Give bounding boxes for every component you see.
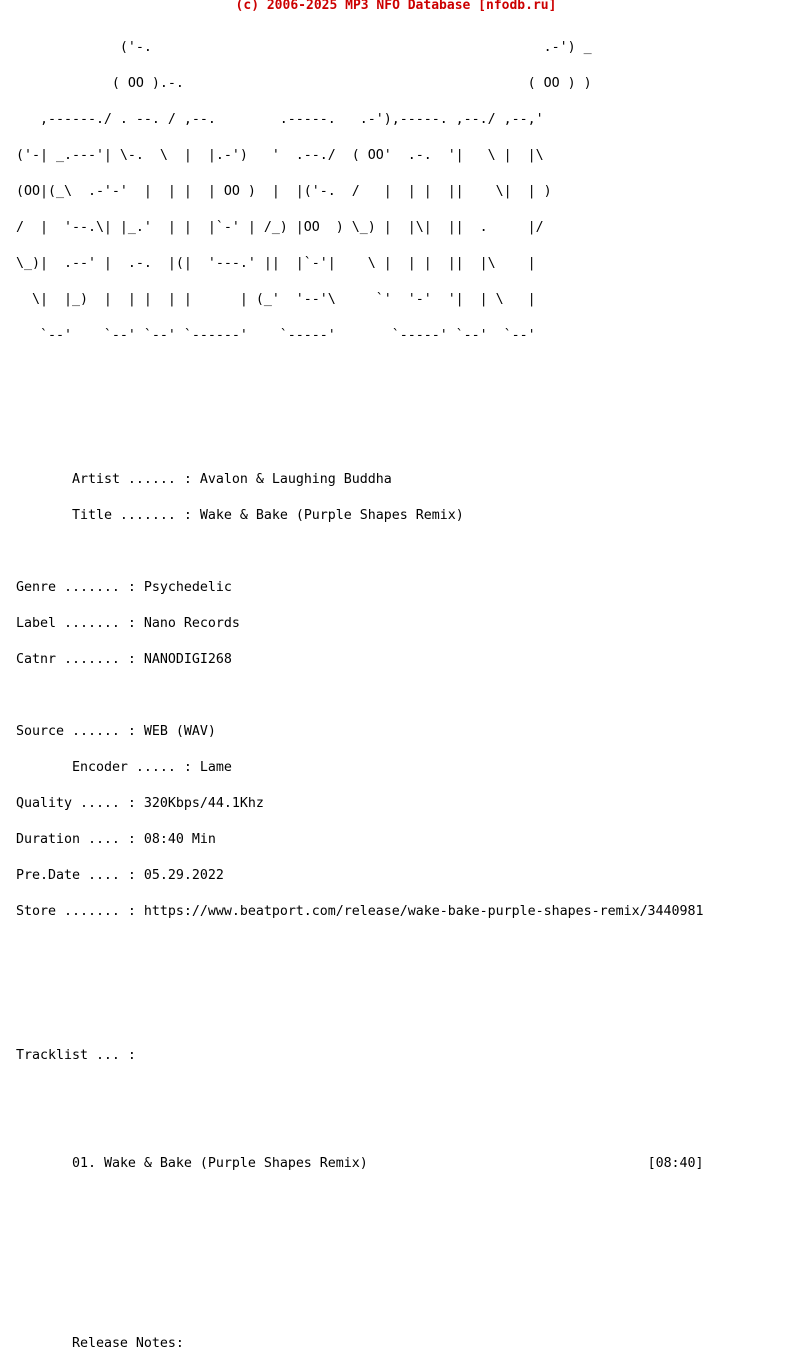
genre-row: Genre ....... : Psychedelic xyxy=(16,580,704,595)
ascii-logo-line: ('-. .-') _ xyxy=(16,40,592,55)
store-url: https://www.beatport.com/release/wake-ba… xyxy=(143,904,704,919)
artist-row: Artist ...... : Avalon & Laughing Buddha xyxy=(16,472,704,487)
catnr-label: Catnr ....... : xyxy=(16,652,136,667)
blank-line xyxy=(16,1086,704,1098)
source-row: Source ...... : WEB (WAV) xyxy=(16,724,704,739)
catnr-value: NANODIGI268 xyxy=(143,652,232,667)
title-value: Wake & Bake (Purple Shapes Remix) xyxy=(199,508,464,523)
blank-line xyxy=(16,366,704,378)
ascii-logo-line: (OO|(_\ .-'-' | | | | OO ) | |('-. / | |… xyxy=(16,184,552,199)
title-row: Title ....... : Wake & Bake (Purple Shap… xyxy=(16,508,704,523)
ascii-logo-line: ('-| _.---'| \-. \ | |.-') ' .--./ ( OO'… xyxy=(16,148,544,163)
quality-value: 320Kbps/44.1Khz xyxy=(143,796,264,811)
release-notes-row: Release Notes: xyxy=(16,1336,704,1351)
track-number: 01. xyxy=(71,1156,96,1171)
ascii-logo-line: \| |_) | | | | | | (_' '--'\ `' '-' '| |… xyxy=(16,292,536,307)
catnr-row: Catnr ....... : NANODIGI268 xyxy=(16,652,704,667)
blank-line xyxy=(16,1266,704,1278)
tracklist-heading: Tracklist ... : xyxy=(16,1048,136,1063)
label-label: Label ....... : xyxy=(16,616,136,631)
store-row: Store ....... : https://www.beatport.com… xyxy=(16,904,704,919)
track-row: 01. Wake & Bake (Purple Shapes Remix) [0… xyxy=(16,1156,704,1171)
label-row: Label ....... : Nano Records xyxy=(16,616,704,631)
blank-line xyxy=(16,978,704,990)
track-length: [08:40] xyxy=(647,1156,704,1171)
blank-line xyxy=(16,1194,704,1206)
blank-line xyxy=(16,438,704,450)
blank-line xyxy=(16,942,704,954)
duration-value: 08:40 Min xyxy=(143,832,216,847)
blank-line xyxy=(16,1122,704,1134)
ascii-logo-line: / | '--.\| |_.' | | |`-' | /_) |OO ) \_)… xyxy=(16,220,544,235)
ascii-logo-line: \_)| .--' | .-. |(| '---.' || |`-'| \ | … xyxy=(16,256,536,271)
blank-line xyxy=(16,1302,704,1314)
ascii-logo-line: ,------./ . --. / ,--. .-----. .-'),----… xyxy=(16,112,544,127)
label-value: Nano Records xyxy=(143,616,240,631)
title-label: Title ....... : xyxy=(71,508,192,523)
duration-row: Duration .... : 08:40 Min xyxy=(16,832,704,847)
genre-label: Genre ....... : xyxy=(16,580,136,595)
release-notes-heading: Release Notes: xyxy=(71,1336,184,1351)
blank-line xyxy=(16,1230,704,1242)
blank-line xyxy=(16,690,704,702)
ascii-logo-line: ( OO ).-. ( OO ) ) xyxy=(16,76,592,91)
source-label: Source ...... : xyxy=(16,724,136,739)
blank-line xyxy=(16,1014,704,1026)
nfo-document: ('-. .-') _ ( OO ).-. ( OO ) ) ,------./… xyxy=(16,18,704,1362)
artist-value: Avalon & Laughing Buddha xyxy=(199,472,392,487)
genre-value: Psychedelic xyxy=(143,580,232,595)
blank-line xyxy=(16,546,704,558)
ascii-logo-line: `--' `--' `--' `------' `-----' `-----' … xyxy=(16,328,536,343)
source-value: WEB (WAV) xyxy=(143,724,216,739)
encoder-label: Encoder ..... : xyxy=(71,760,192,775)
site-copyright-banner: (c) 2006-2025 MP3 NFO Database [nfodb.ru… xyxy=(235,0,557,13)
predate-label: Pre.Date .... : xyxy=(16,868,136,883)
quality-label: Quality ..... : xyxy=(16,796,136,811)
duration-label: Duration .... : xyxy=(16,832,136,847)
predate-row: Pre.Date .... : 05.29.2022 xyxy=(16,868,704,883)
encoder-row: Encoder ..... : Lame xyxy=(16,760,704,775)
store-label: Store ....... : xyxy=(16,904,136,919)
predate-value: 05.29.2022 xyxy=(143,868,224,883)
artist-label: Artist ...... : xyxy=(71,472,192,487)
quality-row: Quality ..... : 320Kbps/44.1Khz xyxy=(16,796,704,811)
track-title: Wake & Bake (Purple Shapes Remix) xyxy=(103,1156,368,1171)
encoder-value: Lame xyxy=(199,760,232,775)
blank-line xyxy=(16,402,704,414)
